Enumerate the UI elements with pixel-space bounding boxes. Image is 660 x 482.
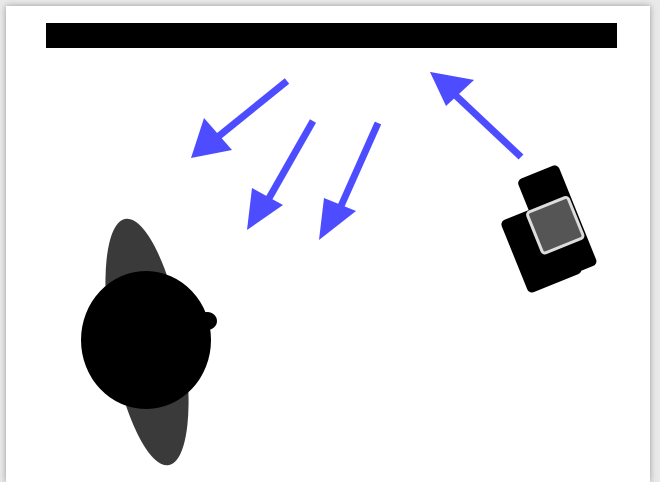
subject-person-icon [81,213,217,472]
reflected-arrow-3 [319,123,378,240]
incoming-arrow [430,72,521,157]
person-nose [197,312,217,330]
reflected-arrow-2 [247,121,313,230]
reflected-arrow-1 [191,81,287,158]
person-head [81,271,211,409]
wall-bar [46,23,617,48]
camera-flash-icon [488,164,599,294]
